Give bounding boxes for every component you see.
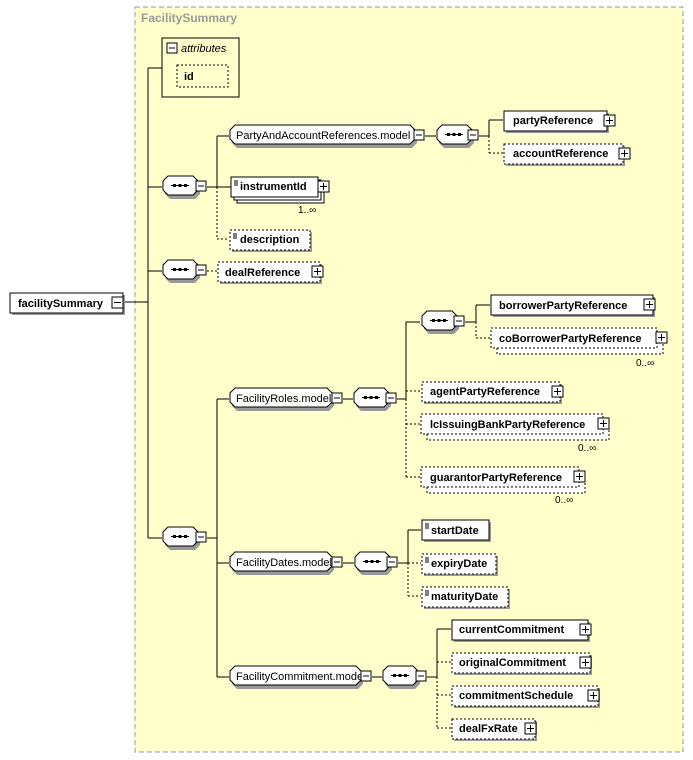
cardinality-label: 1..∞	[298, 205, 316, 216]
element-label: dealReference	[225, 267, 300, 279]
element-label: partyReference	[513, 115, 593, 127]
model-party-and-account-references[interactable]: PartyAndAccountReferences.model	[229, 124, 425, 148]
sequence-compositor-2	[162, 259, 207, 283]
attributes-box: attributes id	[161, 37, 240, 98]
sequence-compositor-party	[436, 124, 479, 148]
model-facility-roles[interactable]: FacilityRoles.model	[229, 387, 343, 411]
element-agentpartyreference[interactable]: agentPartyReference	[421, 381, 564, 404]
element-description[interactable]: description	[229, 229, 312, 252]
sequence-compositor-roles	[353, 387, 397, 411]
model-label: FacilityRoles.model	[236, 393, 331, 405]
element-accountreference[interactable]: accountReference	[503, 143, 631, 166]
cardinality-label: 0..∞	[578, 443, 596, 454]
element-label: coBorrowerPartyReference	[499, 333, 641, 345]
element-label: accountReference	[513, 148, 608, 160]
element-label: agentPartyReference	[430, 386, 540, 398]
connector-lines	[125, 67, 503, 729]
element-currentcommitment[interactable]: currentCommitment	[451, 619, 592, 642]
sequence-compositor-3	[162, 526, 207, 550]
element-maturitydate[interactable]: maturityDate	[421, 586, 510, 609]
element-label: lcIssuingBankPartyReference	[430, 419, 585, 431]
element-originalcommitment[interactable]: originalCommitment	[451, 652, 592, 675]
element-label: startDate	[431, 525, 479, 537]
group-title: FacilitySummary	[141, 11, 237, 25]
sequence-compositor-commitment	[382, 665, 427, 689]
element-label: description	[240, 234, 300, 246]
element-label: instrumentId	[240, 181, 307, 193]
attributes-label: attributes	[181, 43, 227, 55]
model-label: PartyAndAccountReferences.model	[236, 130, 410, 142]
element-label: commitmentSchedule	[459, 690, 573, 702]
element-guarantorpartyreference[interactable]: guarantorPartyReference 0..∞	[420, 466, 586, 506]
attribute-id[interactable]: id	[184, 71, 194, 83]
root-element-facilitysummary[interactable]: facilitySummary	[9, 292, 125, 315]
sequence-compositor-1	[162, 175, 207, 199]
cardinality-label: 0..∞	[555, 495, 573, 506]
element-label: guarantorPartyReference	[430, 472, 562, 484]
sequence-compositor-dates	[354, 551, 398, 575]
element-label: borrowerPartyReference	[499, 300, 627, 312]
model-facility-commitment[interactable]: FacilityCommitment.model	[229, 665, 372, 689]
element-label: maturityDate	[431, 591, 498, 603]
element-coborrowerpartyreference[interactable]: coBorrowerPartyReference 0..∞	[490, 327, 668, 369]
element-label: originalCommitment	[459, 657, 566, 669]
element-partyreference[interactable]: partyReference	[503, 110, 616, 133]
model-label: FacilityDates.model	[236, 557, 332, 569]
element-borrowerpartyreference[interactable]: borrowerPartyReference	[490, 294, 656, 317]
element-startdate[interactable]: startDate	[421, 519, 491, 542]
element-dealreference[interactable]: dealReference	[217, 261, 324, 284]
root-element-label: facilitySummary	[18, 298, 104, 310]
element-expirydate[interactable]: expiryDate	[421, 553, 498, 576]
cardinality-label: 0..∞	[636, 358, 654, 369]
element-dealfxrate[interactable]: dealFxRate	[451, 718, 537, 741]
element-label: dealFxRate	[459, 723, 518, 735]
model-facility-dates[interactable]: FacilityDates.model	[229, 551, 343, 575]
sequence-compositor-borrowers	[421, 310, 465, 334]
element-commitmentschedule[interactable]: commitmentSchedule	[451, 685, 600, 708]
model-label: FacilityCommitment.model	[236, 671, 366, 683]
element-lcissuingbankpartyreference[interactable]: lcIssuingBankPartyReference 0..∞	[420, 413, 610, 454]
element-label: currentCommitment	[459, 624, 564, 636]
element-instrumentid[interactable]: instrumentId 1..∞	[230, 176, 330, 216]
element-label: expiryDate	[431, 558, 487, 570]
